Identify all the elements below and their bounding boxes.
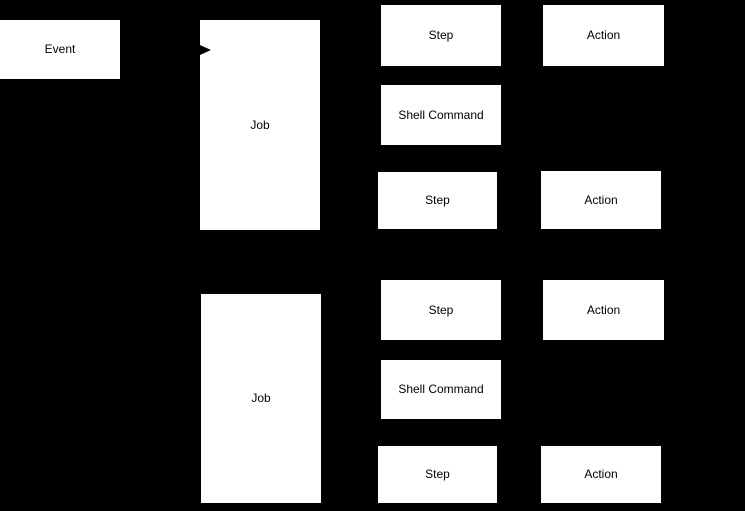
node-label-step-3: Step: [428, 302, 454, 317]
node-action-2[interactable]: Action: [541, 171, 661, 229]
node-label-action-3: Action: [586, 302, 621, 317]
node-action-4[interactable]: Action: [541, 446, 661, 503]
node-label-action-1: Action: [586, 28, 621, 43]
node-shell-command-1[interactable]: Shell Command: [381, 85, 501, 145]
node-step-1[interactable]: Step: [381, 5, 501, 66]
node-label-event: Event: [44, 42, 76, 57]
node-action-1[interactable]: Action: [543, 5, 664, 66]
node-label-step-1: Step: [428, 28, 454, 43]
node-label-shell-command-2: Shell Command: [398, 382, 484, 397]
node-label-step-4: Step: [425, 467, 450, 482]
node-label-job-2: Job: [251, 391, 271, 406]
node-step-4[interactable]: Step: [378, 446, 497, 503]
node-job-1[interactable]: Job: [200, 20, 320, 230]
node-shell-command-2[interactable]: Shell Command: [381, 360, 501, 419]
node-label-action-4: Action: [584, 467, 618, 482]
node-label-job-1: Job: [250, 117, 270, 132]
node-step-2[interactable]: Step: [378, 172, 497, 229]
node-step-3[interactable]: Step: [381, 280, 501, 340]
arrow-icon-event-to-job-1: [200, 45, 211, 55]
node-label-step-2: Step: [425, 193, 450, 208]
node-job-2[interactable]: Job: [201, 294, 321, 503]
node-event[interactable]: Event: [0, 20, 120, 79]
node-action-3[interactable]: Action: [543, 280, 664, 340]
node-label-action-2: Action: [584, 192, 618, 207]
node-label-shell-command-1: Shell Command: [398, 107, 484, 122]
